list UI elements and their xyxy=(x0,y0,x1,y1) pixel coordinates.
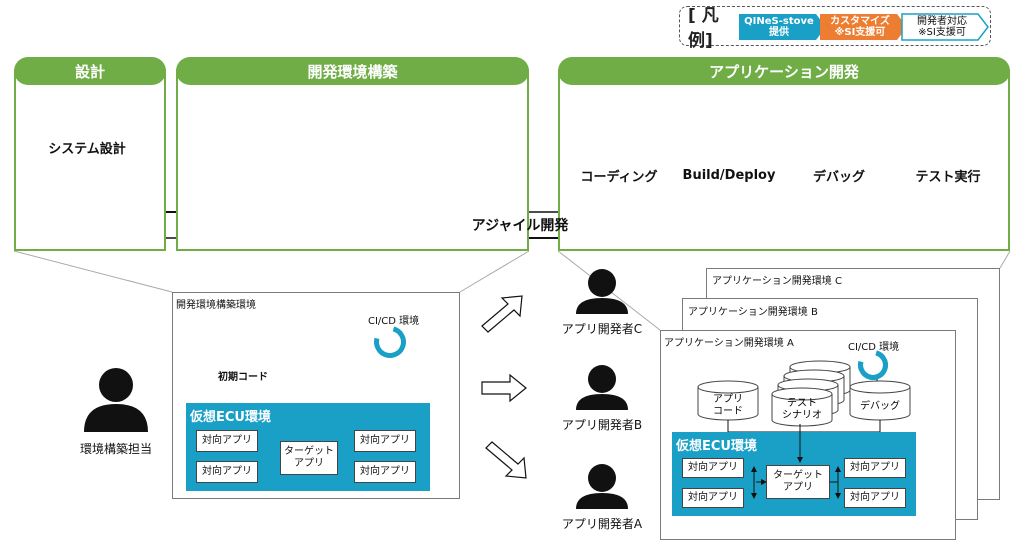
app-cylinder-scenario: テスト シナリオ xyxy=(782,398,822,421)
env-peer-app: 対向アプリ xyxy=(354,461,416,483)
env-virtual-ecu-title: 仮想ECU環境 xyxy=(190,410,271,425)
dev-c-label: アプリ開発者C xyxy=(561,322,643,336)
step-cicd: CI/CD 環境設定 xyxy=(434,93,483,122)
env-build-panel-title: 開発環境構築環境 xyxy=(176,300,256,311)
app-peer-app: 対向アプリ xyxy=(682,488,744,508)
task-debug: デバッグ xyxy=(812,169,865,185)
step-init-code: 初期コード作成 xyxy=(194,181,279,196)
app-virtual-ecu-title: 仮想ECU環境 xyxy=(676,439,757,454)
env-target-app: ターゲット アプリ xyxy=(280,441,338,475)
env-cylinder-init-code: 初期コード xyxy=(218,372,268,383)
env-builder-label: 環境構築担当 xyxy=(79,442,152,456)
app-cylinders xyxy=(697,360,911,430)
step-system-design: システム設計 xyxy=(48,141,126,157)
app-cicd-label: CI/CD 環境 xyxy=(848,342,900,353)
task-coding: コーディング xyxy=(580,169,658,185)
dev-a-person-icon xyxy=(576,464,628,510)
phase-design xyxy=(14,70,166,251)
app-peer-app: 対向アプリ xyxy=(844,458,906,478)
dev-b-person-icon xyxy=(576,365,628,411)
legend-item-custom: カスタマイズ ※SI支援可 xyxy=(830,16,890,38)
phase-design-title: 設計 xyxy=(14,57,166,85)
dev-b-label: アプリ開発者B xyxy=(561,418,643,432)
env-cicd-label: CI/CD 環境 xyxy=(368,316,420,327)
app-peer-app: 対向アプリ xyxy=(844,488,906,508)
app-cylinder-code: アプリ コード xyxy=(713,394,743,417)
dev-c-person-icon xyxy=(576,269,628,315)
step-debug-env: デバッグ 環境設定 xyxy=(434,134,483,162)
app-target-app: ターゲット アプリ xyxy=(766,465,830,499)
task-build-deploy: Build/Deploy xyxy=(682,167,776,183)
app-env-b-title: アプリケーション開発環境 B xyxy=(688,307,818,318)
phase-app-dev xyxy=(558,70,1010,251)
env-cylinder-init-scenario: 初期 シナリオ xyxy=(296,368,336,391)
phase-app-dev-title: アプリケーション開発 xyxy=(558,57,1010,85)
app-env-a-title: アプリケーション開発環境 A xyxy=(664,338,794,349)
step-software-install: 開発用ソフト ウェア導入 xyxy=(200,93,273,122)
phase-env-build-title: 開発環境構築 xyxy=(176,57,529,85)
env-builder-person-icon xyxy=(84,368,148,432)
app-peer-app: 対向アプリ xyxy=(682,458,744,478)
task-test-run: テスト実行 xyxy=(915,169,981,185)
env-cylinder-debug-env: デバッグ 環境 xyxy=(367,368,407,391)
app-env-c-title: アプリケーション開発環境 C xyxy=(712,276,842,287)
legend-title: [ 凡例] xyxy=(688,6,719,51)
step-virtual-ecu: 仮想ECU環境 構築 xyxy=(199,134,275,162)
step-init-scenario: 初期シナリオ作成 xyxy=(299,181,396,196)
app-cylinder-debug: デバッグ xyxy=(860,401,900,412)
env-peer-app: 対向アプリ xyxy=(354,430,416,452)
app-step-debug-env: デバッグ 環境設定 xyxy=(814,105,863,133)
env-peer-app: 対向アプリ xyxy=(196,461,258,483)
dev-a-label: アプリ開発者A xyxy=(561,517,643,531)
step-build-script: Build/Deploy スクリプト作成 xyxy=(305,134,391,162)
app-ecu-connectors xyxy=(751,432,841,499)
app-step-cicd: CI/CD 環境設定 xyxy=(923,105,972,133)
app-step-build-script: Build/Deploy スクリプト作成 xyxy=(686,105,772,133)
legend-frame xyxy=(679,6,991,46)
agile-label: アジャイル開発 xyxy=(471,218,569,234)
env-peer-app: 対向アプリ xyxy=(196,430,258,452)
legend-item-developer: 開発者対応 ※SI支援可 xyxy=(917,16,967,38)
app-step-virtual-ecu: 仮想ECU環境 構築 xyxy=(581,105,657,133)
legend-item-qines: QINeS-stove 提供 xyxy=(744,16,814,38)
